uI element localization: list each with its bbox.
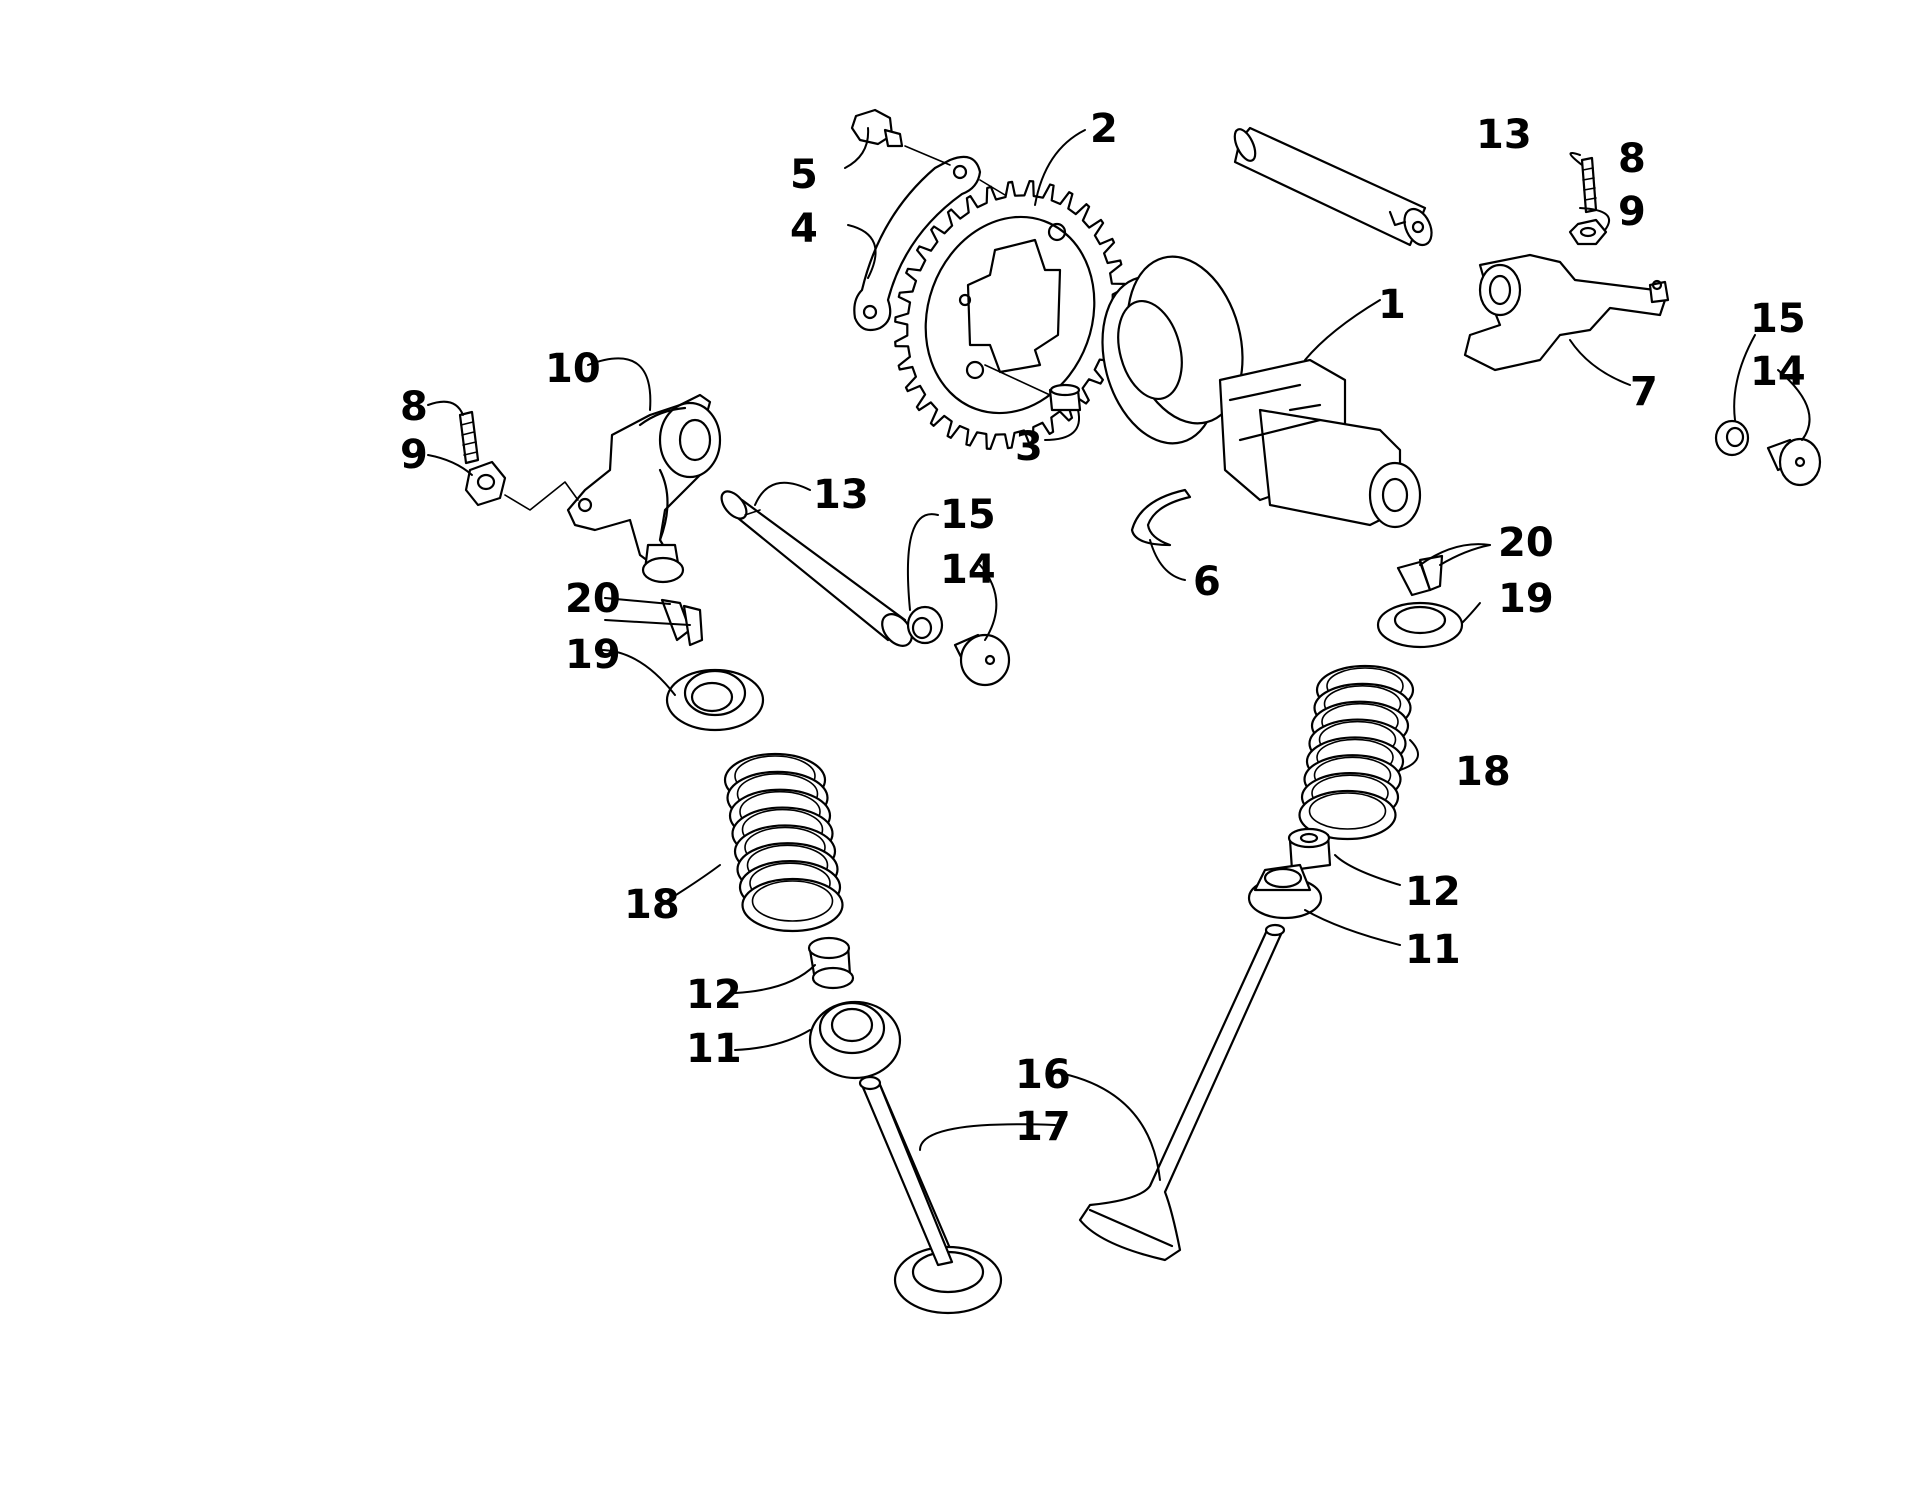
sprocket-bolt — [850, 108, 1006, 196]
shaft-seal-left — [906, 605, 944, 645]
shaft-plug-right — [1766, 437, 1822, 487]
callout-11-left: 11 — [686, 1026, 742, 1072]
callout-11-right: 11 — [1405, 927, 1461, 973]
spring-seat-right — [1247, 863, 1323, 920]
callout-16: 16 — [1015, 1052, 1071, 1098]
valve-stem-seal-right — [1287, 827, 1332, 872]
callout-19-left: 19 — [565, 632, 621, 678]
callout-3: 3 — [1015, 424, 1043, 470]
callout-8-left: 8 — [400, 384, 428, 430]
callout-12-right: 12 — [1405, 869, 1461, 915]
rocker-arm-intake — [504, 393, 722, 584]
callout-1: 1 — [1378, 282, 1406, 328]
callout-9-right: 9 — [1618, 189, 1646, 235]
callout-4: 4 — [790, 206, 818, 252]
callout-9-left: 9 — [400, 432, 428, 478]
adjuster-nut-right — [1568, 218, 1608, 246]
callout-18-right: 18 — [1455, 749, 1511, 795]
rocker-shaft-lower — [720, 490, 913, 647]
callout-13-lower: 13 — [813, 472, 869, 518]
callout-7: 7 — [1630, 369, 1658, 415]
adjuster-nut-left — [464, 460, 507, 507]
valve-spring-right — [1298, 664, 1415, 841]
shaft-seal-right — [1714, 419, 1750, 457]
callout-14-left: 14 — [940, 547, 996, 593]
callout-15-right: 15 — [1750, 296, 1806, 342]
intake-valve — [858, 1075, 1003, 1315]
circlip — [1130, 488, 1192, 547]
callout-14-right: 14 — [1750, 349, 1806, 395]
callout-2: 2 — [1090, 106, 1118, 152]
callout-12-left: 12 — [686, 972, 742, 1018]
exhaust-valve — [1078, 923, 1286, 1262]
adjuster-screw-right — [1580, 156, 1598, 214]
callout-20-right: 20 — [1498, 520, 1554, 566]
callout-6: 6 — [1193, 559, 1221, 605]
callout-labels: 1 2 3 4 5 6 7 8 8 9 9 10 11 11 12 12 13 … — [400, 106, 1806, 1150]
valve-keepers-left — [660, 598, 704, 647]
callout-10: 10 — [545, 346, 601, 392]
callout-18-left: 18 — [624, 882, 680, 928]
valve-spring-left — [723, 752, 844, 933]
callout-17: 17 — [1015, 1104, 1071, 1150]
rocker-arm-exhaust — [1463, 253, 1670, 372]
callout-13-upper: 13 — [1476, 112, 1532, 158]
camshaft — [1101, 255, 1422, 529]
lock-plate — [853, 155, 982, 332]
spring-retainer-left — [665, 668, 765, 732]
leader-lines — [427, 127, 1811, 1181]
callout-20-left: 20 — [565, 576, 621, 622]
callout-15-left: 15 — [940, 492, 996, 538]
callout-8-right: 8 — [1618, 136, 1646, 182]
valve-stem-seal-left — [807, 936, 855, 990]
callout-5: 5 — [790, 152, 818, 198]
adjuster-screw-left — [458, 410, 480, 465]
spring-retainer-right — [1376, 601, 1464, 649]
shaft-plug-left — [953, 633, 1011, 687]
spring-seat-left — [808, 1000, 902, 1080]
rocker-shaft-upper — [1233, 126, 1433, 247]
cam-sprocket — [894, 180, 1126, 450]
callout-19-right: 19 — [1498, 576, 1554, 622]
valve-keepers-right — [1396, 554, 1444, 597]
dowel-pin — [984, 364, 1082, 412]
